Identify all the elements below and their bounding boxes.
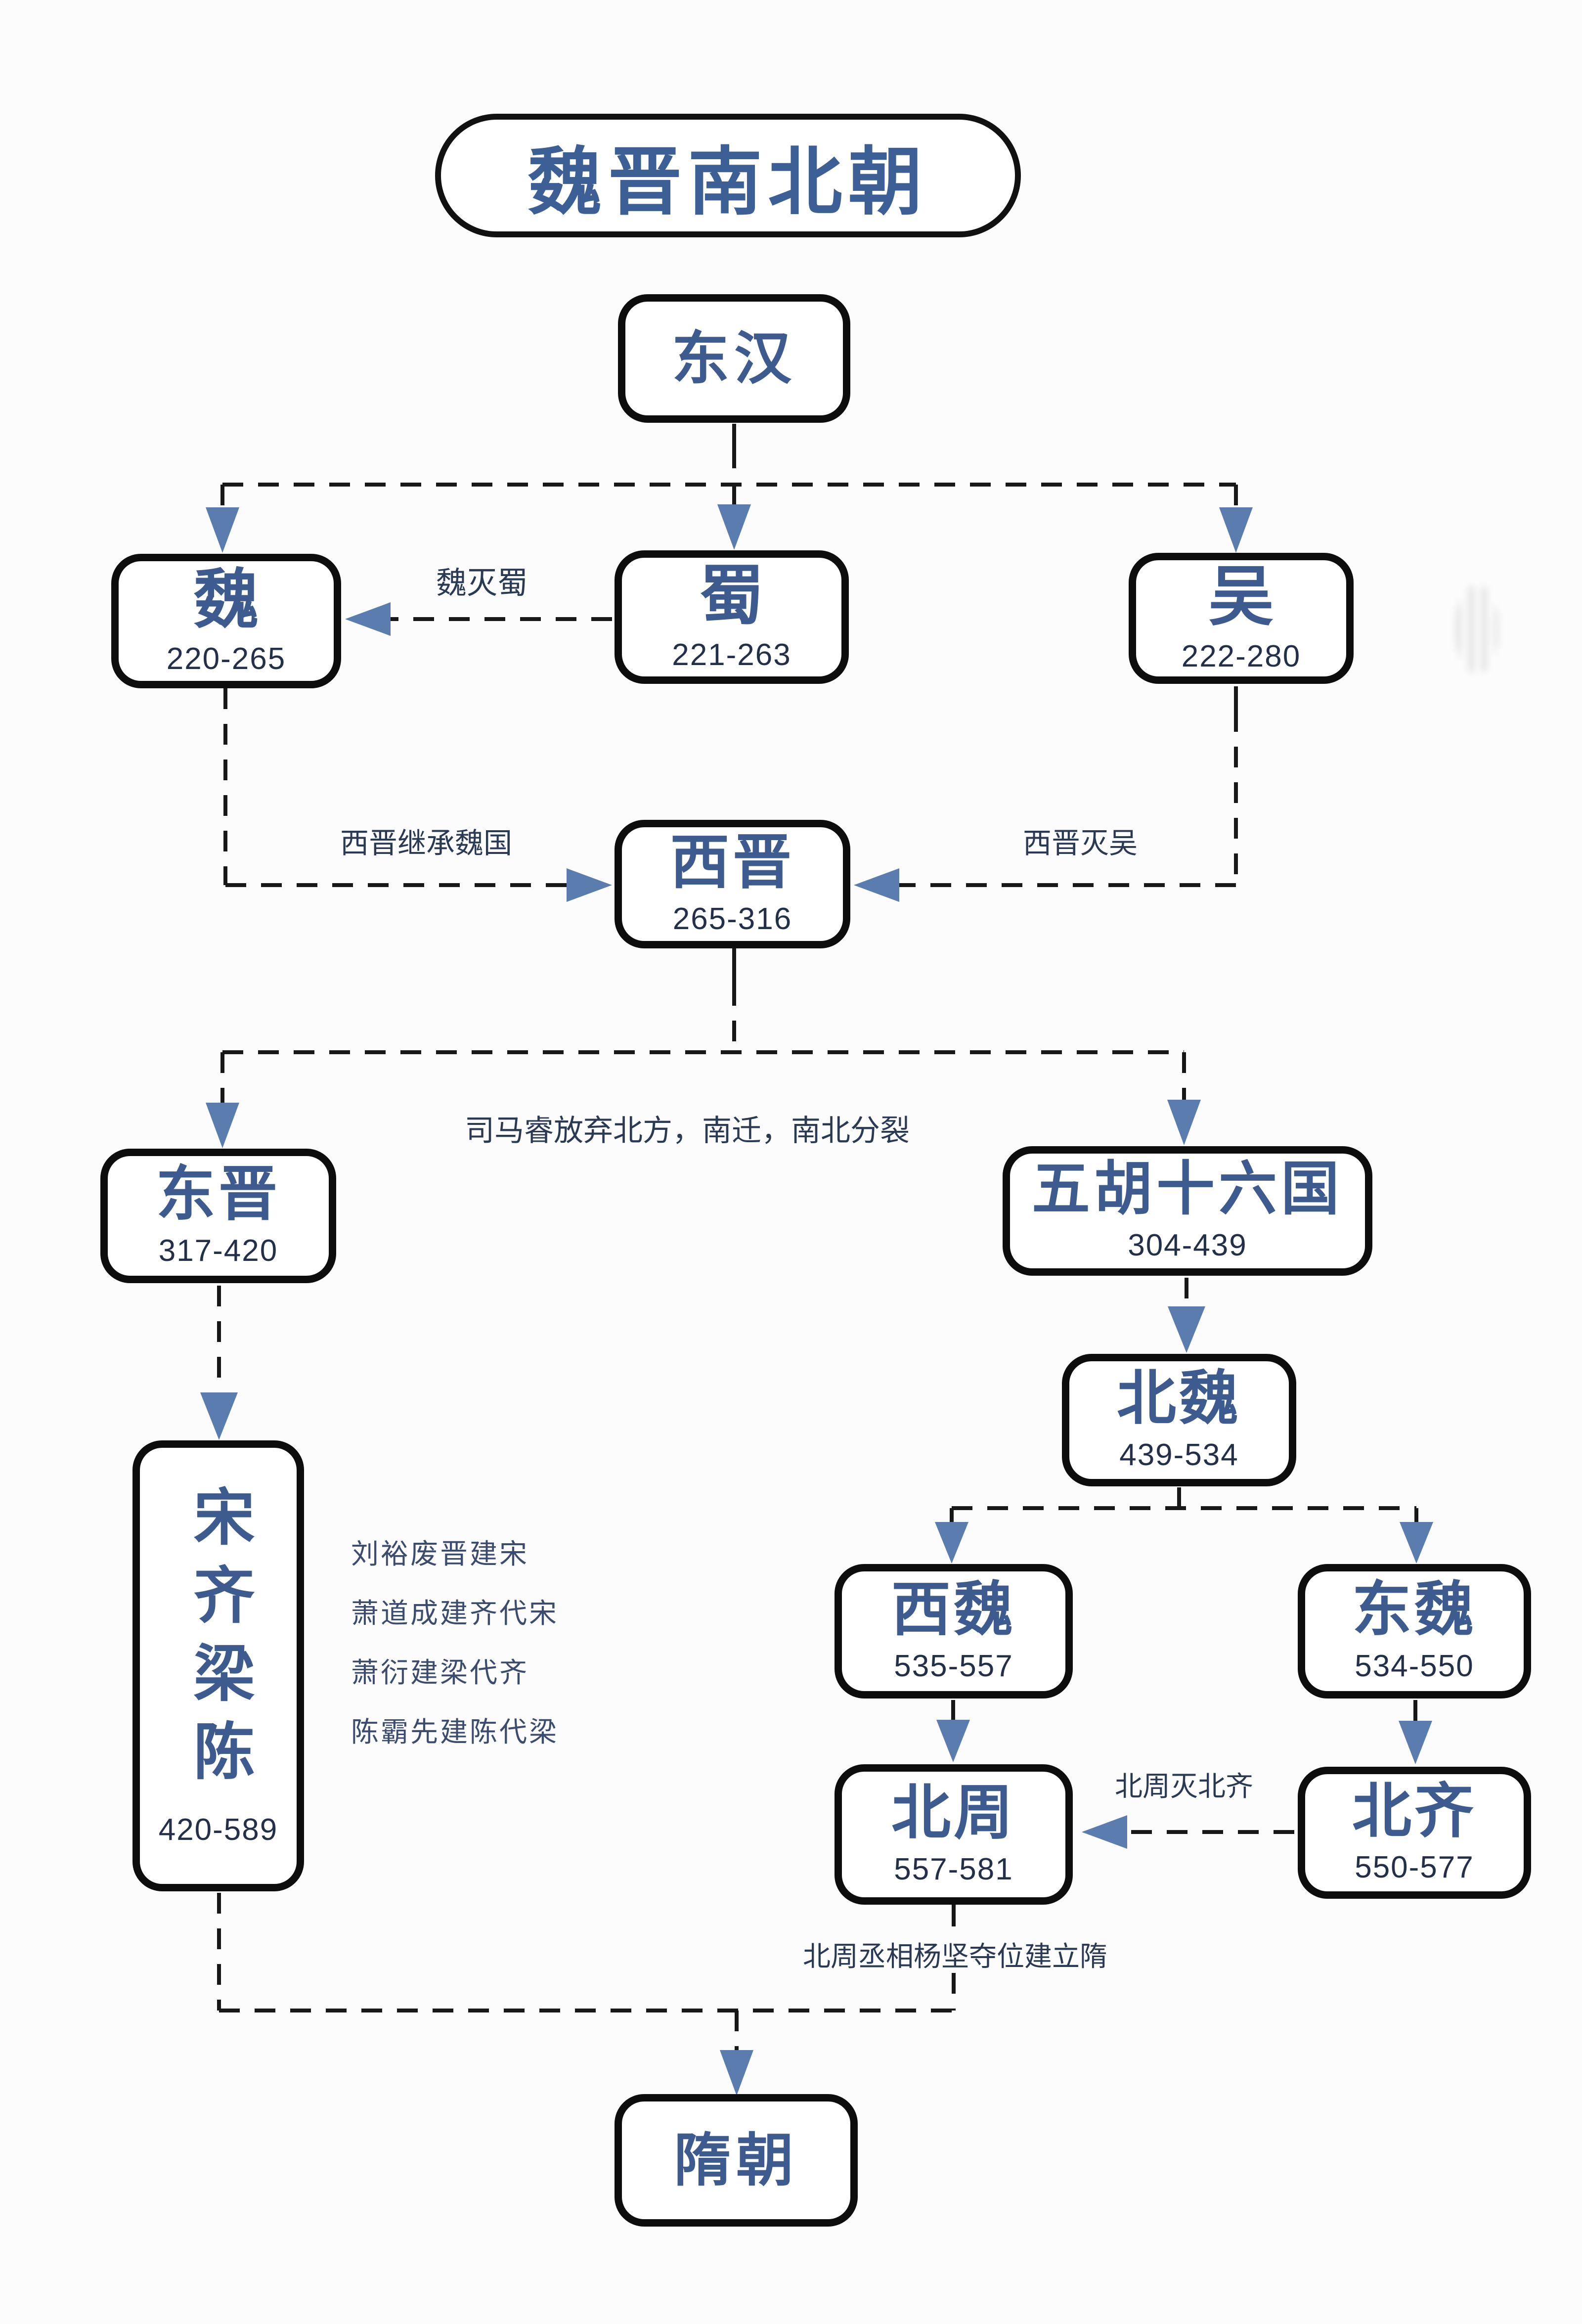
edge-label-beizhou-mie-beiqi: 北周灭北齐	[1115, 1771, 1253, 1802]
node-donghan: 东汉	[618, 294, 850, 423]
node-xiwei: 西魏 535-557	[835, 1564, 1073, 1698]
node-beiqi: 北齐 550-577	[1298, 1767, 1531, 1899]
arrowhead-into-shu	[717, 504, 751, 550]
node-xiwei-years: 535-557	[894, 1649, 1013, 1683]
node-dongwei: 东魏 534-550	[1298, 1564, 1531, 1698]
node-wei: 魏 220-265	[111, 554, 341, 688]
node-shu-label: 蜀	[699, 559, 764, 632]
node-wuhushiliuguo: 五胡十六国 304-439	[1003, 1146, 1372, 1276]
edge-merge-to-sui	[217, 1893, 956, 2052]
node-wuhushiliuguo-label: 五胡十六国	[1031, 1157, 1343, 1222]
edge-wu-to-xijin	[892, 711, 1238, 887]
node-dongjin-years: 317-420	[158, 1233, 278, 1268]
arrowhead-into-xiwei	[935, 1522, 968, 1564]
node-wu-years: 222-280	[1181, 639, 1301, 673]
arrowhead-into-beizhou-right	[1082, 1815, 1127, 1849]
node-dongjin: 东晋 317-420	[100, 1149, 336, 1283]
node-xijin: 西晋 265-316	[615, 820, 850, 948]
arrowhead-into-songqiliangchen	[200, 1392, 238, 1440]
node-donghan-label: 东汉	[672, 326, 796, 391]
node-xijin-years: 265-316	[672, 901, 792, 936]
annotation-liuyu: 刘裕废晋建宋	[351, 1538, 529, 1569]
edge-wei-to-xijin	[223, 688, 573, 887]
page-title: 魏晋南北朝	[435, 114, 1021, 237]
node-xiwei-label: 西魏	[891, 1576, 1016, 1643]
arrowhead-into-wei	[206, 507, 239, 553]
node-sui-label: 隋朝	[674, 2128, 798, 2192]
node-beiqi-label: 北齐	[1352, 1778, 1477, 1844]
watermark-smudge	[1456, 586, 1498, 672]
node-wu: 吴 222-280	[1129, 553, 1354, 684]
arrowhead-into-xijin-right	[854, 868, 899, 902]
node-beiwei-years: 439-534	[1119, 1437, 1239, 1472]
arrowhead-into-wuhu	[1167, 1100, 1201, 1145]
arrowhead-into-beiqi	[1399, 1721, 1432, 1764]
node-dongwei-label: 东魏	[1352, 1576, 1477, 1643]
arrowhead-into-wu	[1219, 507, 1253, 553]
edge-label-xijin-jicheng-weiguo: 西晋继承魏国	[340, 827, 513, 859]
edge-label-yangjian-jian-sui: 北周丞相杨坚夺位建立隋	[803, 1941, 1107, 1972]
annotation-xiaoyan: 萧衍建梁代齐	[351, 1657, 529, 1688]
arrowhead-into-dongjin	[206, 1103, 239, 1148]
node-beiwei: 北魏 439-534	[1062, 1354, 1296, 1486]
arrowhead-into-sui	[720, 2050, 753, 2096]
node-dongwei-years: 534-550	[1355, 1649, 1474, 1683]
edge-label-xijin-mie-wu: 西晋灭吴	[1022, 827, 1138, 859]
node-shu-years: 221-263	[672, 638, 791, 672]
node-shu: 蜀 221-263	[615, 550, 849, 684]
node-wei-years: 220-265	[166, 642, 286, 676]
node-beiqi-years: 550-577	[1355, 1850, 1474, 1885]
node-beizhou-label: 北周	[891, 1780, 1016, 1846]
node-wuhushiliuguo-years: 304-439	[1128, 1228, 1247, 1262]
arrowhead-into-beiwei	[1168, 1306, 1205, 1353]
node-sui: 隋朝	[615, 2094, 858, 2227]
arrowhead-into-beizhou	[936, 1720, 970, 1762]
arrowhead-into-dongwei	[1400, 1522, 1433, 1564]
edge-label-wei-mie-shu: 魏灭蜀	[436, 566, 528, 600]
annotation-chenbaxian: 陈霸先建陈代梁	[351, 1716, 559, 1747]
node-songqiliangchen-years: 420-589	[158, 1812, 278, 1847]
node-wu-label: 吴	[1208, 560, 1274, 633]
arrowhead-into-wei-right	[345, 602, 391, 636]
node-dongjin-label: 东晋	[156, 1161, 281, 1228]
node-songqiliangchen-label: 宋齐梁陈	[184, 1484, 253, 1797]
node-songqiliangchen: 宋齐梁陈 420-589	[132, 1440, 304, 1891]
arrowhead-into-xijin-left	[567, 868, 612, 902]
node-beizhou: 北周 557-581	[835, 1764, 1073, 1905]
node-beiwei-label: 北魏	[1117, 1365, 1241, 1432]
node-beizhou-years: 557-581	[894, 1852, 1013, 1886]
edge-label-sima-rui-nanqian: 司马睿放弃北方，南迁，南北分裂	[465, 1114, 910, 1147]
edge-beiwei-drops	[950, 1508, 1418, 1524]
node-xijin-label: 西晋	[670, 829, 795, 896]
edge-xijin-split	[220, 985, 1186, 1104]
node-wei-label: 魏	[193, 563, 259, 636]
annotation-xiaodaocheng: 萧道成建齐代宋	[351, 1598, 559, 1629]
